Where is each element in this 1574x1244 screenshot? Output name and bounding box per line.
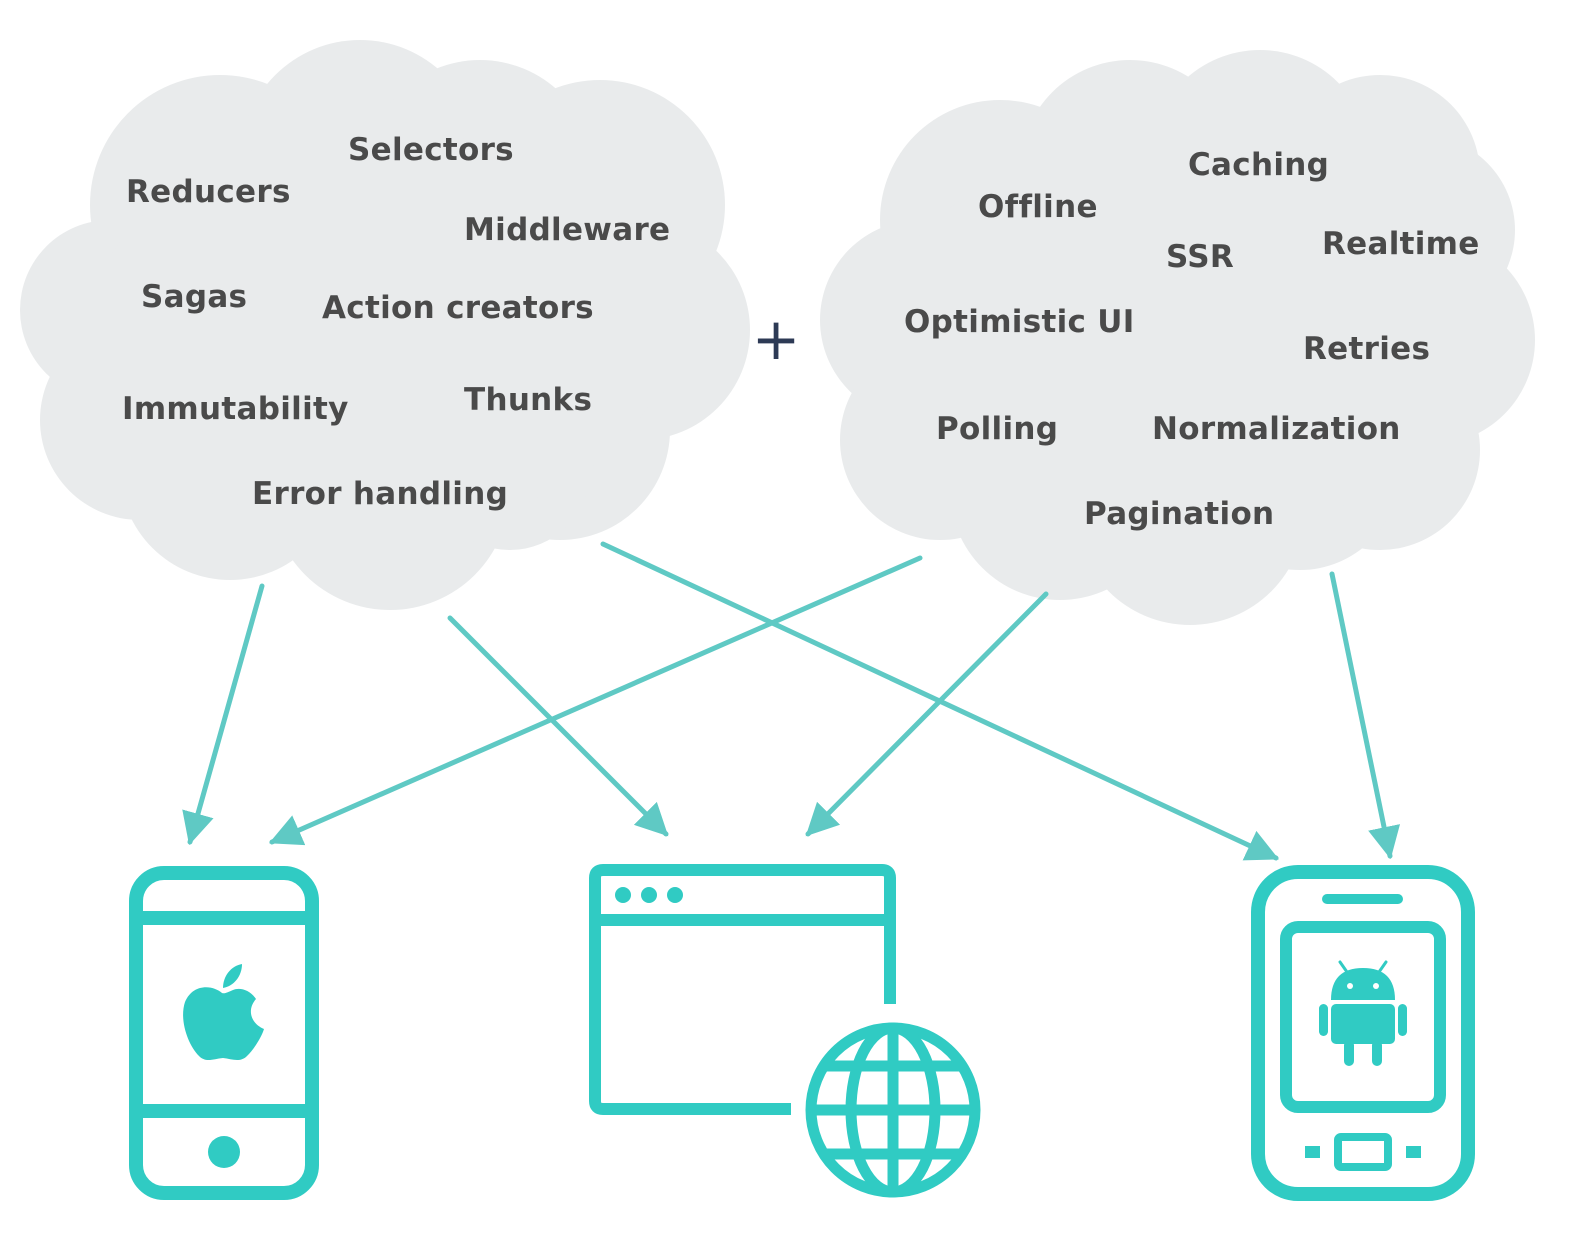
home-button-icon [1334, 1133, 1392, 1171]
browser-dot-1 [615, 887, 631, 903]
term-thunks: Thunks [464, 382, 592, 418]
iphone-apple-icon [129, 866, 319, 1200]
back-button-icon [1305, 1146, 1320, 1158]
left-cloud [20, 40, 750, 610]
term-normalization: Normalization [1152, 411, 1401, 447]
android-phone-icon [1251, 865, 1475, 1201]
term-reducers: Reducers [126, 174, 291, 210]
right-cloud [820, 50, 1535, 625]
arrow-left-cloud-to-ios [182, 583, 265, 846]
term-sagas: Sagas [141, 279, 247, 315]
term-optimistic-ui: Optimistic UI [904, 304, 1135, 340]
arrow-right-cloud-to-android [1329, 571, 1401, 860]
arrow-left-cloud-to-web [447, 615, 669, 837]
home-button-icon [208, 1136, 240, 1168]
term-retries: Retries [1303, 331, 1430, 367]
plus-operator: + [752, 305, 801, 373]
arrow-right-cloud-to-web [805, 591, 1049, 837]
term-pagination: Pagination [1084, 496, 1274, 532]
menu-button-icon [1406, 1146, 1421, 1158]
arrow-right-cloud-to-ios [269, 555, 923, 846]
web-browser-globe-icon [589, 864, 981, 1198]
globe-icon [805, 1022, 981, 1198]
right-cloud-terms: Caching Offline SSR Realtime Optimistic … [904, 147, 1480, 532]
term-realtime: Realtime [1322, 226, 1480, 262]
term-polling: Polling [936, 411, 1058, 447]
arrows [182, 541, 1401, 861]
term-offline: Offline [978, 189, 1098, 225]
apple-logo-icon [183, 964, 264, 1061]
left-cloud-terms: Selectors Reducers Middleware Sagas Acti… [122, 132, 670, 512]
term-error-handling: Error handling [252, 476, 508, 512]
browser-dot-3 [667, 887, 683, 903]
term-middleware: Middleware [464, 212, 670, 248]
term-caching: Caching [1188, 147, 1329, 183]
term-ssr: SSR [1166, 239, 1234, 275]
term-selectors: Selectors [348, 132, 514, 168]
browser-dot-2 [641, 887, 657, 903]
term-immutability: Immutability [122, 391, 349, 427]
android-robot-icon [1319, 960, 1407, 1066]
term-action-creators: Action creators [322, 290, 594, 326]
